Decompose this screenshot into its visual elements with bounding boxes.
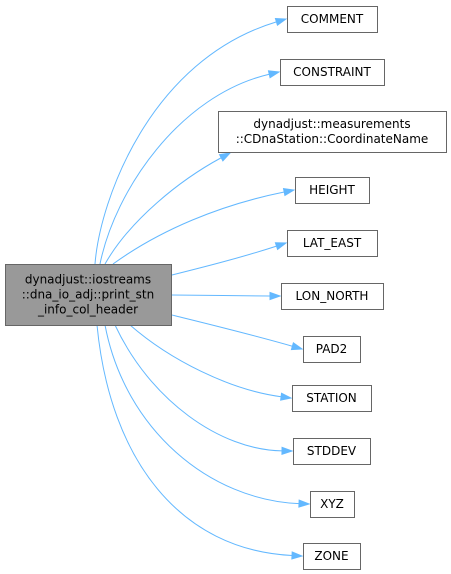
edge-line (96, 324, 293, 557)
node-label: HEIGHT (309, 183, 355, 197)
arrowhead (267, 70, 281, 79)
edge-to-coordinatename (104, 152, 232, 265)
node-label: ::CDnaStation::CoordinateName (236, 132, 429, 146)
edge-line (114, 324, 283, 452)
edge-to-lat-east (167, 242, 288, 277)
node-coordinatename[interactable]: dynadjust::measurements::CDnaStation::Co… (218, 111, 447, 153)
edge-to-xyz (104, 324, 311, 508)
arrowhead (274, 18, 288, 27)
arrowhead (218, 152, 232, 162)
node-station[interactable]: STATION (292, 385, 372, 412)
node-box (281, 283, 384, 310)
edge-line (104, 157, 222, 265)
node-box (303, 336, 361, 363)
arrowhead (269, 291, 282, 301)
edge-to-lon-north (170, 291, 282, 301)
node-box (287, 230, 378, 257)
edge-to-stddev (114, 324, 294, 456)
arrowhead (281, 446, 294, 456)
node-constraint[interactable]: CONSTRAINT (280, 59, 385, 86)
node-label: STATION (306, 391, 357, 405)
arrowhead (282, 187, 296, 197)
edge-line (170, 294, 271, 297)
node-label: COMMENT (301, 12, 364, 26)
edge-to-pad2 (167, 313, 304, 351)
edge-line (112, 191, 285, 265)
node-label: dynadjust::measurements (253, 117, 410, 131)
node-label: _info_col_header (37, 303, 138, 317)
edge-line (167, 245, 277, 277)
node-comment[interactable]: COMMENT (287, 6, 378, 33)
node-label: PAD2 (316, 342, 348, 356)
arrowhead (290, 342, 304, 351)
edge-line (129, 324, 282, 398)
node-label: LON_NORTH (296, 289, 369, 303)
arrowhead (274, 242, 288, 251)
node-box (293, 438, 371, 465)
edge-to-comment (94, 18, 288, 265)
node-label: ::dna_io_adj::print_stn (22, 288, 155, 302)
node-box (280, 59, 385, 86)
edge-to-zone (96, 324, 304, 560)
node-lat-east[interactable]: LAT_EAST (287, 230, 378, 257)
node-label: STDDEV (307, 444, 357, 458)
edge-to-station (129, 324, 293, 401)
node-label: XYZ (320, 497, 344, 511)
edge-line (94, 21, 277, 265)
node-box (303, 543, 361, 570)
node-lon-north[interactable]: LON_NORTH (281, 283, 384, 310)
node-box (292, 385, 372, 412)
node-box (310, 491, 355, 518)
node-label: dynadjust::iostreams (25, 273, 151, 287)
node-box (295, 177, 370, 204)
node-box (218, 111, 447, 153)
node-label: CONSTRAINT (293, 65, 371, 79)
arrowhead (280, 392, 293, 401)
edge-to-height (112, 187, 296, 265)
arrowhead (291, 551, 304, 560)
node-label: ZONE (314, 549, 348, 563)
source-function-node[interactable]: dynadjust::iostreams::dna_io_adj::print_… (5, 264, 172, 326)
node-box (287, 6, 378, 33)
node-height[interactable]: HEIGHT (295, 177, 370, 204)
node-label: LAT_EAST (303, 236, 362, 250)
node-pad2[interactable]: PAD2 (303, 336, 361, 363)
edges (94, 18, 311, 560)
edge-line (104, 324, 300, 505)
node-zone[interactable]: ZONE (303, 543, 361, 570)
edge-line (99, 73, 270, 265)
edge-line (167, 313, 293, 347)
node-stddev[interactable]: STDDEV (293, 438, 371, 465)
node-box (5, 264, 172, 326)
nodes: dynadjust::iostreams::dna_io_adj::print_… (5, 6, 447, 570)
node-xyz[interactable]: XYZ (310, 491, 355, 518)
arrowhead (298, 499, 311, 508)
edge-to-constraint (99, 70, 281, 265)
